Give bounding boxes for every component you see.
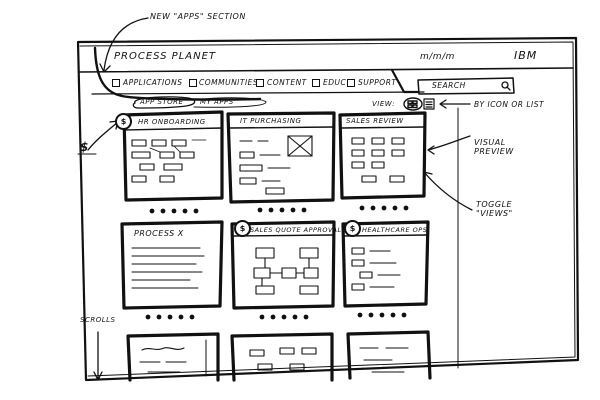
ibm-logo: IBM	[514, 49, 538, 62]
app-card-healthcare-ops[interactable]	[341, 220, 430, 308]
list-view-toggle[interactable]	[423, 98, 435, 110]
tab-content[interactable]: CONTENT	[267, 78, 307, 87]
app-card-partial-1[interactable]	[126, 332, 220, 382]
paid-dollar-icon: $	[234, 220, 251, 237]
tab-support[interactable]: SUPPORT	[358, 78, 397, 87]
card-title-hr-onboarding[interactable]: HR ONBOARDING	[138, 118, 206, 126]
brand-title: PROCESS PLANET	[114, 51, 217, 62]
tab-educ-checkbox[interactable]	[312, 79, 320, 87]
card-title-sales-quote-approval[interactable]: SALES QUOTE APPROVAL	[250, 226, 342, 234]
app-card-partial-3[interactable]	[346, 330, 432, 380]
card-title-it-purchasing[interactable]: IT PURCHASING	[240, 117, 302, 125]
app-card-it-purchasing[interactable]	[226, 111, 336, 204]
paid-dollar-icon: $	[115, 113, 132, 130]
pagination-dots[interactable]	[149, 205, 409, 214]
search-input[interactable]: SEARCH	[432, 81, 466, 90]
annotation-new-apps-section: NEW "APPS" SECTION	[150, 12, 246, 21]
tab-communities-checkbox[interactable]	[189, 79, 197, 87]
annotation-arrow-dollar	[87, 120, 119, 151]
app-card-hr-onboarding[interactable]	[122, 110, 224, 202]
tab-applications-checkbox[interactable]	[112, 79, 120, 87]
app-card-partial-2[interactable]	[230, 332, 334, 382]
pagination-dots[interactable]	[145, 312, 407, 320]
app-store-tab[interactable]: APP STORE	[140, 98, 184, 106]
icon-view-toggle[interactable]	[403, 97, 423, 111]
card-title-sales-review[interactable]: SALES REVIEW	[346, 117, 404, 125]
tab-communities[interactable]: COMMUNITIES	[199, 78, 259, 87]
annotation-arrow-by-icon	[439, 99, 471, 109]
annotation-visual-preview: VISUAL PREVIEW	[474, 138, 514, 156]
annotation-scrolls: SCROLLS	[80, 316, 116, 324]
annotation-arrow-new-apps	[99, 17, 149, 73]
user-signature[interactable]: m/m/m	[420, 52, 455, 62]
tab-support-checkbox[interactable]	[347, 79, 355, 87]
tab-applications[interactable]: APPLICATIONS	[123, 78, 183, 87]
nav-tab-notch	[390, 68, 420, 94]
annotation-arrow-toggle-views	[423, 171, 473, 211]
app-card-sales-quote-approval[interactable]	[230, 220, 336, 310]
paid-dollar-icon: $	[344, 220, 361, 237]
my-apps-tab[interactable]: MY APPS	[200, 98, 234, 106]
card-title-process-x[interactable]: PROCESS X	[134, 229, 184, 238]
app-card-process-x[interactable]	[120, 220, 224, 310]
annotation-arrow-visual-preview	[427, 135, 471, 155]
annotation-by-icon-or-list: BY ICON or LIST	[474, 100, 545, 109]
search-icon[interactable]	[501, 81, 511, 91]
app-card-sales-review[interactable]	[338, 111, 427, 200]
nav-divider	[91, 91, 425, 95]
header-divider	[79, 67, 574, 73]
apps-section-curve	[93, 46, 262, 101]
search-field-frame	[417, 77, 515, 95]
annotation-dollar: $	[80, 140, 89, 154]
tab-content-checkbox[interactable]	[256, 79, 264, 87]
my-apps-pill[interactable]	[193, 97, 267, 108]
card-title-healthcare-ops[interactable]: HEALTHCARE OPS	[362, 226, 428, 234]
view-label: VIEW:	[372, 100, 396, 108]
tab-educ[interactable]: EDUC	[323, 78, 347, 87]
app-store-pill[interactable]	[132, 96, 196, 109]
annotation-toggle-views: TOGGLE "VIEWS"	[476, 200, 513, 218]
annotation-arrow-scrolls	[93, 331, 103, 381]
